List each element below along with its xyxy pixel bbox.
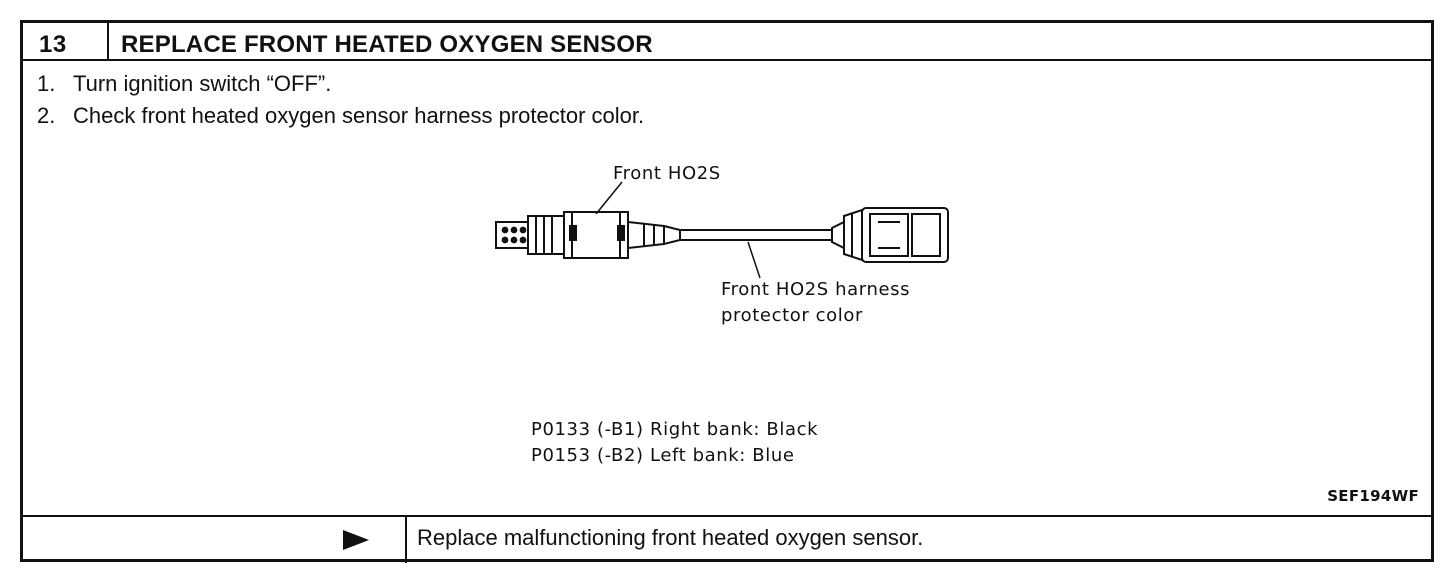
- color-code-b2: P0153 (-B2) Left bank: Blue: [531, 445, 795, 466]
- leader-harness: [747, 241, 761, 279]
- leader-front-ho2s: [595, 181, 623, 215]
- footer-divider: [405, 515, 407, 563]
- step-number: 13: [39, 31, 67, 58]
- sensor-neck: [627, 220, 665, 250]
- label-harness-line1: Front HO2S harness: [721, 279, 911, 300]
- step-title: REPLACE FRONT HEATED OXYGEN SENSOR: [121, 31, 653, 58]
- procedure-box: 13 REPLACE FRONT HEATED OXYGEN SENSOR 1.…: [20, 20, 1434, 563]
- right-arrow-icon: [343, 530, 369, 550]
- label-harness-line2: protector color: [721, 305, 863, 326]
- footer-rule: [23, 515, 1431, 517]
- oxygen-sensor-diagram: [495, 181, 949, 279]
- header-divider: [107, 23, 109, 59]
- instruction-1: 1. Turn ignition switch “OFF”.: [37, 71, 331, 97]
- instruction-2-number: 2.: [37, 103, 56, 128]
- label-front-ho2s: Front HO2S: [613, 163, 721, 184]
- instruction-1-text: Turn ignition switch “OFF”.: [73, 71, 332, 96]
- instruction-1-number: 1.: [37, 71, 56, 96]
- harness-protector: [831, 220, 845, 250]
- color-code-b1: P0133 (-B1) Right bank: Black: [531, 419, 819, 440]
- header-rule: [23, 59, 1431, 61]
- figure-ref-code: SEF194WF: [1327, 487, 1419, 505]
- instruction-2: 2. Check front heated oxygen sensor harne…: [37, 103, 644, 129]
- action-text: Replace malfunctioning front heated oxyg…: [417, 525, 924, 550]
- sensor-tip: [495, 221, 529, 249]
- instruction-2-text: Check front heated oxygen sensor harness…: [73, 103, 645, 128]
- sensor-thread: [527, 215, 565, 255]
